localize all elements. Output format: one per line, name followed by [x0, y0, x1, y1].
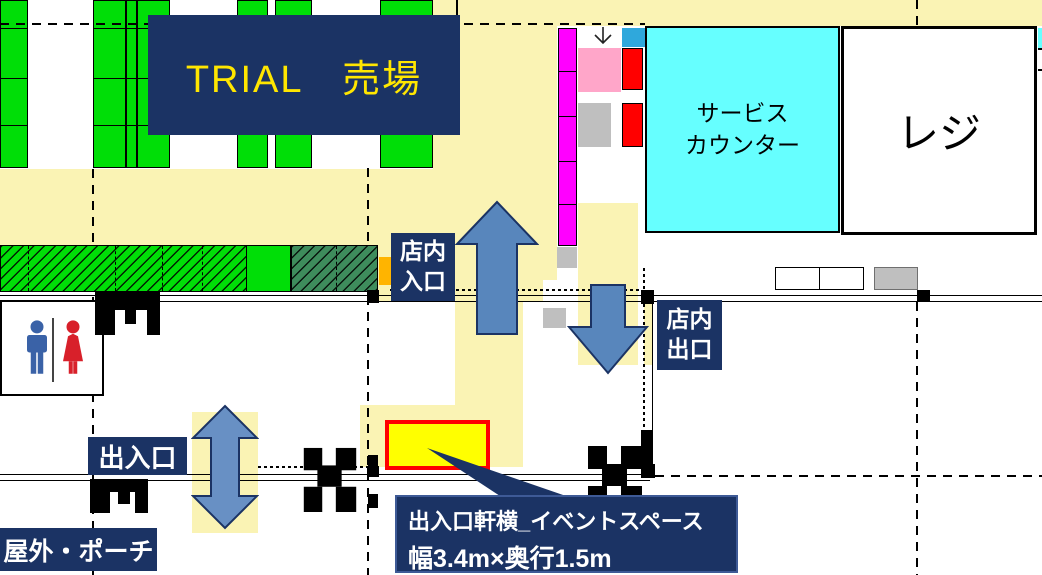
shelf-block: [246, 245, 291, 292]
service-counter-label-line2: カウンター: [685, 131, 800, 158]
counter-fixture: [874, 267, 918, 290]
store-exit-label: 店内 出口: [657, 300, 722, 370]
gridline: [655, 475, 1042, 477]
doorway-arrow-icon: [191, 404, 259, 530]
wall-line: [0, 295, 1042, 302]
shelf-divider: [28, 246, 29, 291]
service-counter-label-line1: サービス: [696, 100, 789, 127]
wall-post: [367, 290, 379, 303]
store-exit-text: 出口: [666, 336, 713, 362]
doorway-text: 出入口: [98, 442, 177, 473]
service-counter-area: サービス カウンター: [645, 26, 840, 233]
gridline: [916, 302, 918, 575]
counter-fixture: [775, 267, 820, 290]
wall-post: [917, 290, 930, 302]
store-exit-arrow-icon: [567, 284, 649, 375]
hatched-shelf-strip: [291, 245, 378, 292]
counter-fixture: [819, 267, 864, 290]
shelf-block: [93, 0, 126, 168]
gridline: [367, 168, 369, 575]
trial-sales-area-label: TRIAL 売場: [148, 15, 460, 135]
door-post: [368, 455, 378, 468]
wall-post: [643, 464, 655, 478]
edge-fixture: [1038, 28, 1042, 48]
mens-restroom-icon: [27, 320, 47, 374]
door-gate-icon: [90, 479, 148, 513]
restroom-divider: [52, 318, 54, 382]
gray-fixture: [557, 247, 577, 268]
store-entrance-arrow-icon: [455, 200, 539, 335]
wall-post: [641, 290, 654, 304]
door-gate-icon: [95, 292, 160, 335]
edge-fixture: [1038, 48, 1042, 50]
callout-line1: 出入口軒横_イベントスペース: [408, 509, 704, 534]
grid-tick: [456, 0, 458, 15]
trial-sales-area-text: TRIAL 売場: [185, 58, 423, 101]
walkway-area: [644, 303, 653, 365]
queue-arrow-icon: [594, 27, 612, 45]
shelf-divider: [336, 246, 337, 291]
red-fixture: [622, 48, 643, 90]
store-entrance-text: 店内: [400, 238, 446, 265]
shelf-block: [126, 0, 137, 168]
womens-restroom-icon: [63, 320, 83, 374]
pink-fixture: [578, 48, 621, 92]
store-exit-text: 店内: [666, 306, 713, 333]
orange-fixture: [379, 257, 391, 285]
door-post: [641, 430, 652, 478]
register-area: レジ: [841, 26, 1037, 235]
gray-fixture: [578, 103, 611, 147]
outdoor-porch-label: 屋外・ポーチ: [0, 528, 157, 571]
restroom-sign: [0, 300, 104, 396]
register-label: レジ: [896, 110, 981, 157]
door-post: [368, 494, 378, 508]
gridline: [916, 0, 918, 26]
edge-fixture: [1038, 69, 1042, 71]
walkway-area: [0, 169, 433, 245]
gridline: [643, 268, 645, 477]
shelf-divider: [202, 246, 203, 291]
wall-post: [367, 466, 379, 477]
red-fixture: [622, 103, 643, 147]
store-entrance-label: 店内 入口: [391, 233, 455, 301]
event-space-highlight: [385, 420, 490, 470]
hatched-shelf-strip: [0, 245, 247, 292]
shelf-block: [0, 0, 28, 168]
callout-line2: 幅3.4m×奥行1.5m: [408, 545, 612, 573]
wall-line: [652, 302, 653, 477]
callout-pointer: [427, 448, 566, 496]
blue-fixture: [622, 28, 645, 47]
gray-fixture: [543, 308, 566, 328]
shelf-divider: [115, 246, 116, 291]
event-space-callout: 出入口軒横_イベントスペース 幅3.4m×奥行1.5m: [395, 495, 738, 573]
checkout-lane-strip: [558, 28, 577, 246]
doorway-label: 出入口: [88, 437, 187, 475]
door-gate-icon: [303, 447, 357, 512]
walkway-area: [557, 0, 1042, 26]
outdoor-porch-text: 屋外・ポーチ: [3, 537, 154, 566]
store-entrance-text: 入口: [400, 268, 446, 294]
shelf-divider: [162, 246, 163, 291]
